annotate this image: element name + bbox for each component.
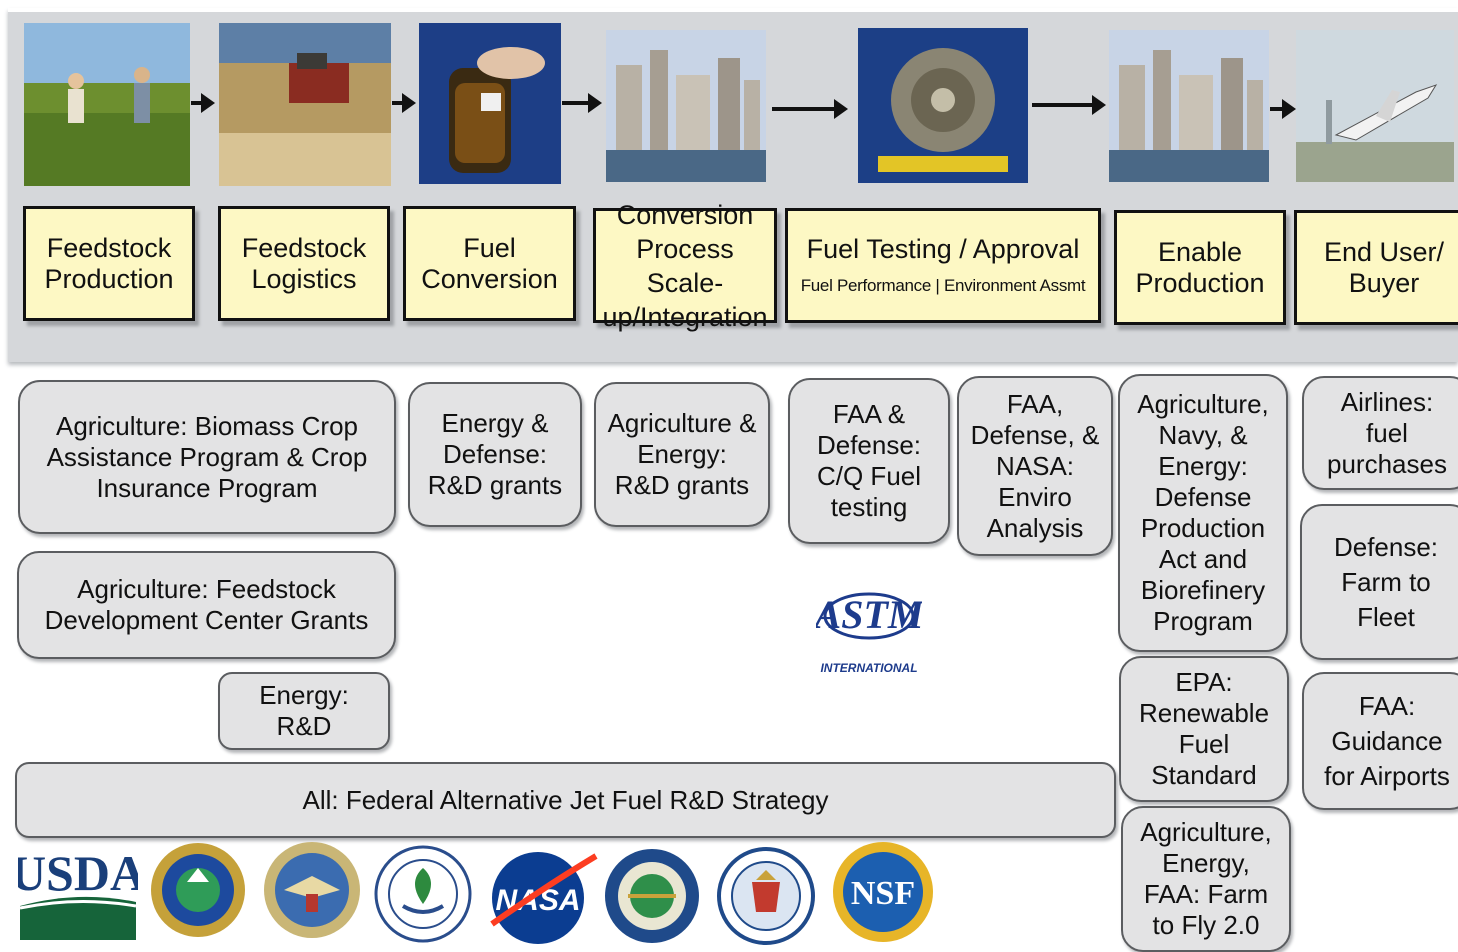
stage-title: Feedstock Production: [44, 232, 174, 294]
stage-subtitle: Fuel Performance | Environment Assmt: [800, 276, 1086, 295]
program-faa-airports: FAA: Guidance for Airports: [1302, 672, 1458, 810]
program-label: Agriculture, Energy, FAA: Farm to Fly 2.…: [1140, 817, 1272, 940]
svg-text:ASTM: ASTM: [816, 592, 922, 637]
stage-feedstock-logistics: Feedstock Logistics: [218, 206, 390, 321]
dod-seal-icon: [262, 838, 362, 942]
program-all-strategy: All: Federal Alternative Jet Fuel R&D St…: [15, 762, 1116, 838]
harvester-photo: [219, 23, 391, 186]
svg-text:USDA: USDA: [18, 846, 138, 901]
faa-seal-icon: [602, 846, 702, 946]
jet-engine-photo: [858, 28, 1028, 183]
program-label: Agriculture, Navy, & Energy: Defense Pro…: [1137, 389, 1269, 636]
flow-arrow: [1032, 95, 1106, 115]
program-label: Agriculture: Biomass Crop Assistance Pro…: [46, 410, 368, 503]
stage-end-user-buyer: End User/ Buyer: [1294, 210, 1458, 325]
program-energy-defense-grants: Energy & Defense: R&D grants: [408, 382, 582, 527]
program-ag-feedstock-center: Agriculture: Feedstock Development Cente…: [17, 551, 396, 659]
program-label: All: Federal Alternative Jet Fuel R&D St…: [302, 784, 829, 815]
program-airlines: Airlines: fuel purchases: [1302, 376, 1458, 490]
stage-title: Feedstock Logistics: [241, 232, 367, 294]
flow-arrow: [191, 93, 215, 113]
svg-text:INTERNATIONAL: INTERNATIONAL: [820, 661, 917, 675]
program-label: Agriculture & Energy: R&D grants: [607, 408, 757, 500]
stage-title: Fuel Conversion: [421, 232, 558, 294]
airplane-takeoff-photo: [1296, 30, 1454, 182]
fuel-jar-photo: [419, 23, 561, 184]
epa-seal-icon: [373, 842, 473, 946]
program-label: Energy: R&D: [259, 680, 349, 741]
flow-arrow: [772, 99, 848, 119]
stage-fuel-testing-approval: Fuel Testing / Approval Fuel Performance…: [785, 208, 1101, 323]
program-ag-navy-energy-dpa: Agriculture, Navy, & Energy: Defense Pro…: [1118, 374, 1288, 652]
flow-arrow: [562, 93, 602, 113]
refinery-photo-2: [1109, 30, 1269, 182]
stage-conversion-scale-up: Conversion Process Scale-up/Integration: [593, 200, 777, 332]
program-faa-defense-testing: FAA & Defense: C/Q Fuel testing: [788, 378, 950, 544]
program-label: Energy & Defense: R&D grants: [427, 408, 563, 500]
astm-international-logo: ASTM INTERNATIONAL: [816, 568, 922, 678]
nasa-logo: NASA: [486, 846, 598, 946]
stage-feedstock-production: Feedstock Production: [23, 206, 195, 321]
program-energy-rd: Energy: R&D: [218, 672, 390, 750]
field-workers-photo: [24, 23, 190, 186]
program-label: EPA: Renewable Fuel Standard: [1138, 667, 1270, 790]
program-ag-energy-grants: Agriculture & Energy: R&D grants: [594, 382, 770, 527]
program-epa-rfs: EPA: Renewable Fuel Standard: [1119, 656, 1289, 802]
stage-enable-production: Enable Production: [1114, 210, 1286, 325]
stage-title: Enable Production: [1135, 236, 1265, 298]
program-ag-energy-faa-f2f: Agriculture, Energy, FAA: Farm to Fly 2.…: [1121, 806, 1291, 952]
svg-text:NSF: NSF: [851, 875, 915, 912]
program-faa-defense-nasa: FAA, Defense, & NASA: Enviro Analysis: [957, 376, 1113, 556]
program-defense-fleet: Defense: Farm to Fleet: [1300, 504, 1458, 660]
program-label: FAA: Guidance for Airports: [1324, 690, 1450, 791]
stage-title: Conversion Process Scale-up/Integration: [602, 199, 768, 332]
nsf-logo: NSF: [830, 838, 936, 946]
stage-title: End User/ Buyer: [1323, 236, 1445, 298]
usda-logo: USDA: [18, 846, 138, 942]
program-label: FAA, Defense, & NASA: Enviro Analysis: [970, 388, 1100, 543]
program-ag-biomass: Agriculture: Biomass Crop Assistance Pro…: [18, 380, 396, 534]
program-label: FAA & Defense: C/Q Fuel testing: [816, 399, 922, 522]
commerce-seal-icon: [716, 846, 816, 946]
stage-title: Fuel Testing / Approval: [806, 234, 1080, 264]
program-label: Agriculture: Feedstock Development Cente…: [44, 574, 369, 635]
refinery-photo-1: [606, 30, 766, 182]
program-label: Airlines: fuel purchases: [1327, 386, 1447, 479]
stage-fuel-conversion: Fuel Conversion: [403, 206, 576, 321]
doe-seal-icon: [149, 838, 247, 942]
program-label: Defense: Farm to Fleet: [1333, 531, 1439, 632]
flow-arrow: [392, 93, 416, 113]
flow-arrow: [1270, 99, 1296, 119]
